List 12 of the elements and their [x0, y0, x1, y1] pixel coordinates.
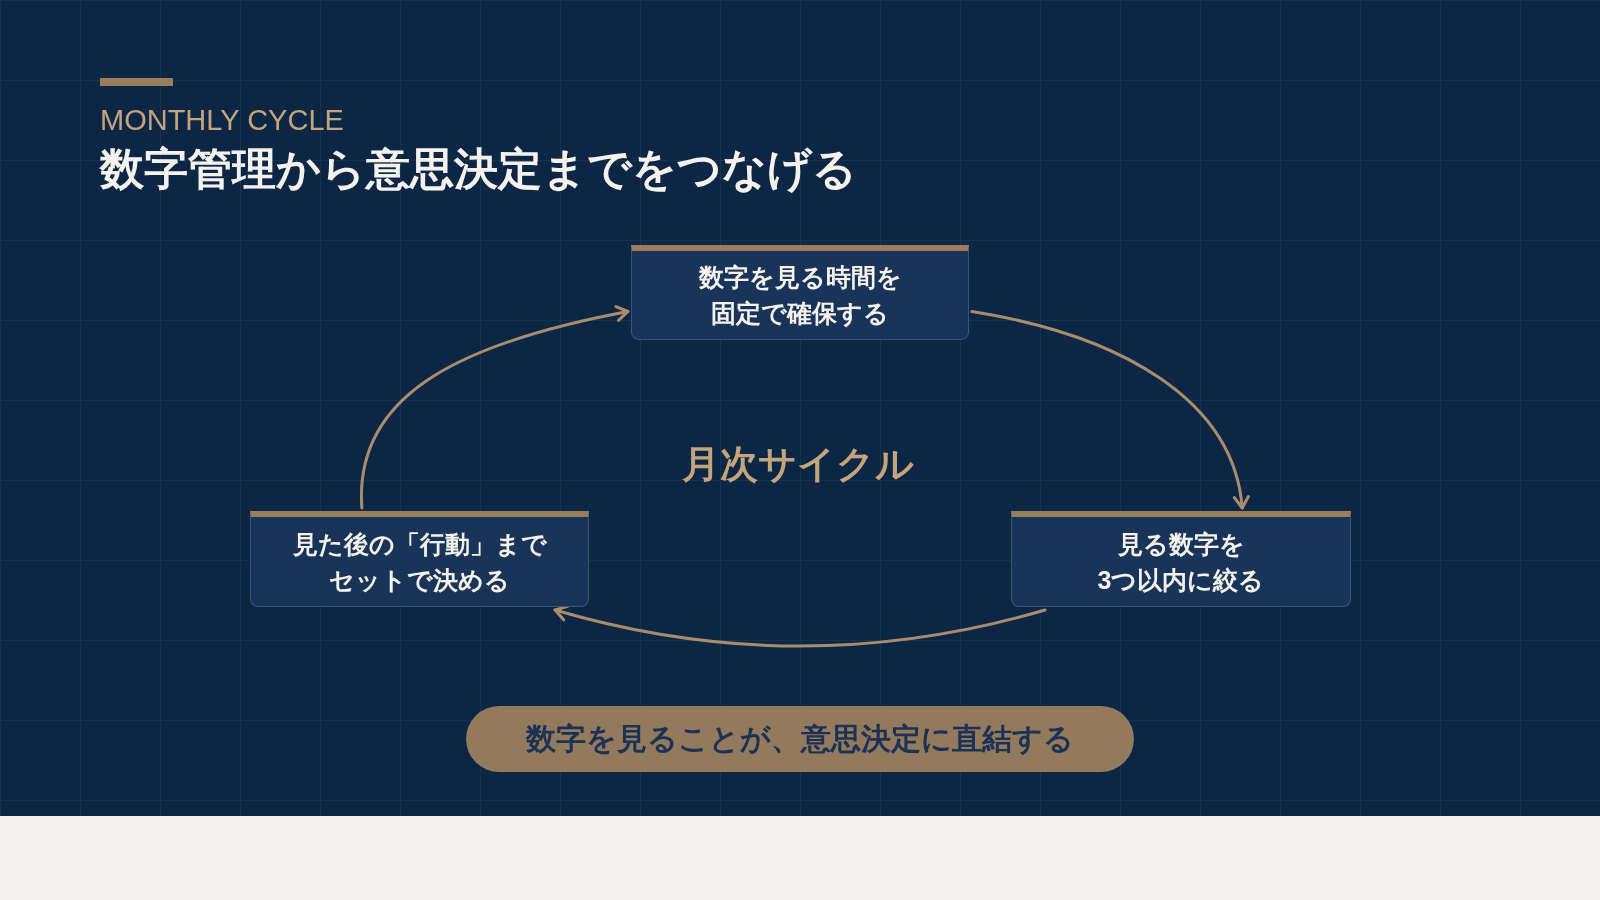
- eyebrow-text: MONTHLY CYCLE: [100, 106, 344, 135]
- process-box: [250, 511, 589, 607]
- summary-text: 数字を見ることが、意思決定に直結する: [526, 721, 1074, 757]
- cycle-label: 月次サイクル: [682, 442, 914, 487]
- step-text: 見た後の「行動」までセットで決める: [292, 528, 547, 596]
- process-box: [631, 245, 969, 340]
- arrow: [360, 305, 630, 510]
- step-text: 見る数字を3つ以内に絞る: [1097, 528, 1265, 596]
- step-text: 数字を見る時間を固定で確保する: [698, 262, 902, 329]
- process-box: [1011, 511, 1351, 607]
- arrow: [970, 310, 1249, 510]
- page-title: 数字管理から意思決定までをつなげる: [100, 143, 857, 195]
